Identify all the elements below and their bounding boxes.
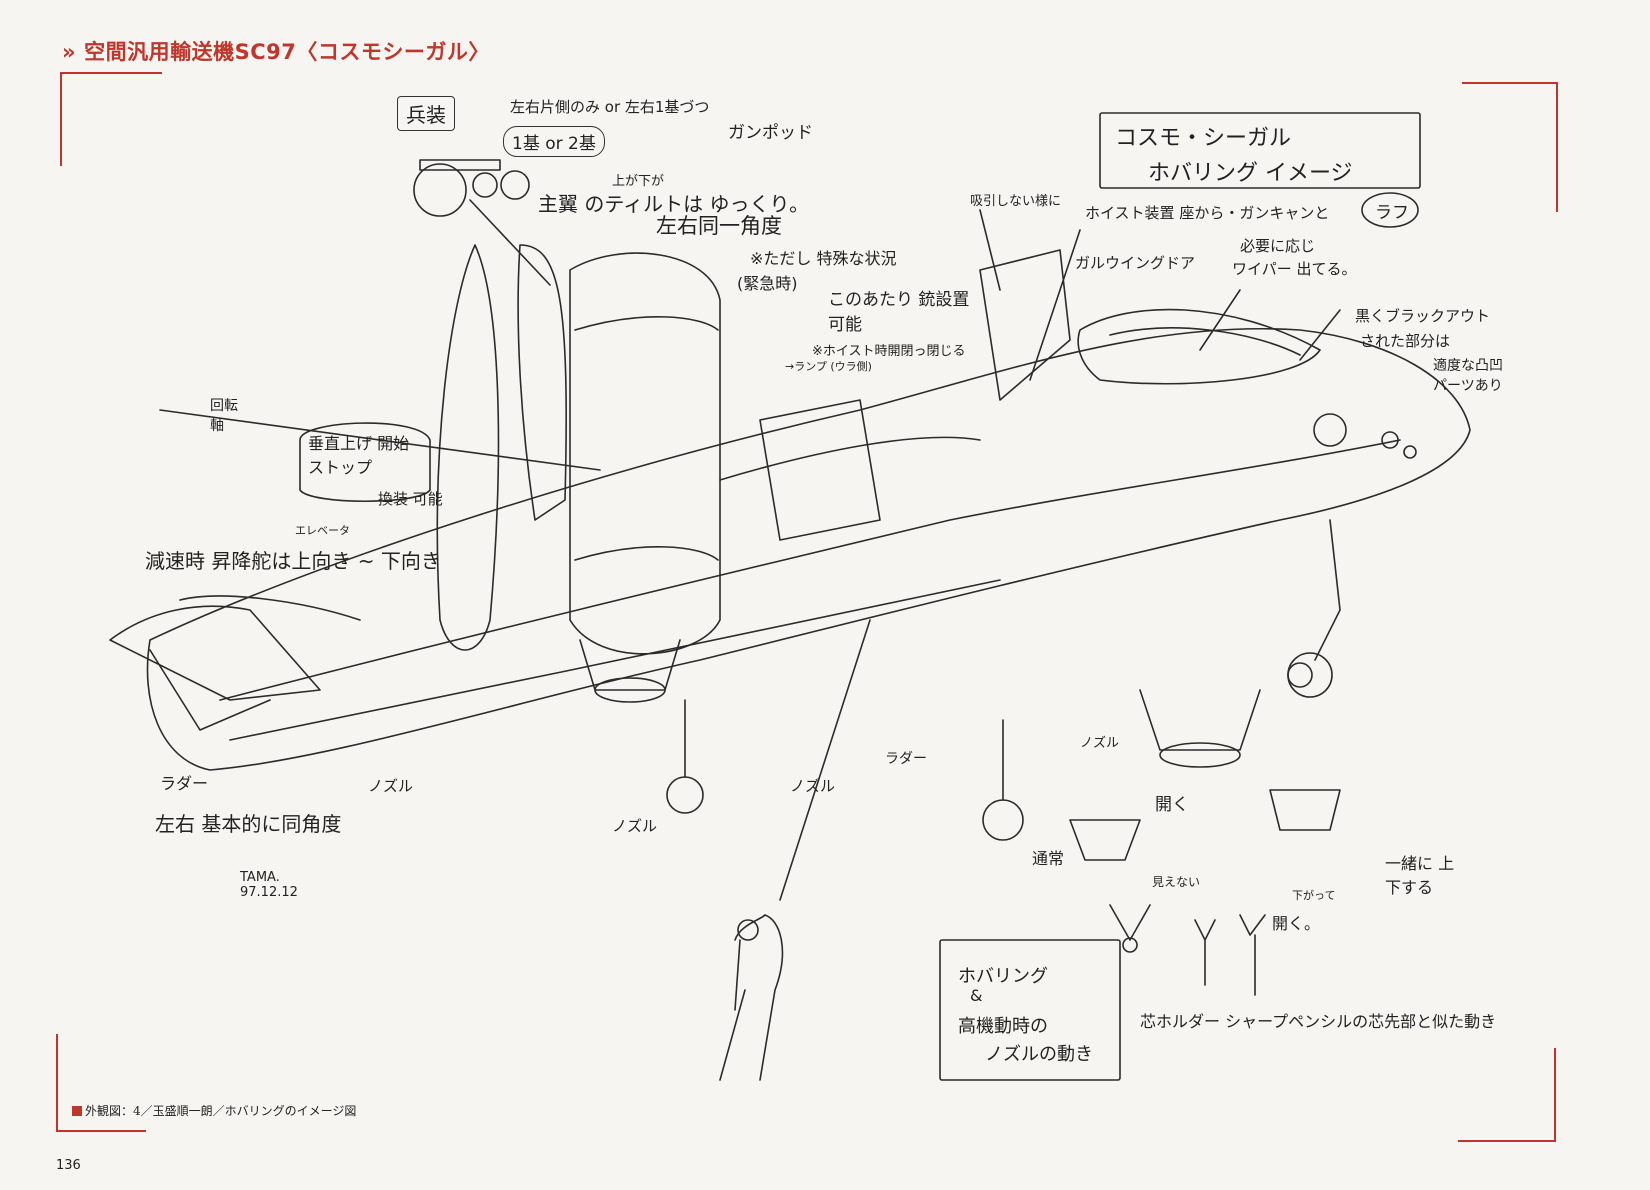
note-rudder-left: ラダー xyxy=(160,774,209,793)
rotation-axis xyxy=(159,409,601,471)
note-nozzle-2: ノズル xyxy=(612,817,658,835)
note-blackout: 黒くブラックアウト xyxy=(1355,307,1491,325)
note-as-needed: 必要に応じ xyxy=(1240,237,1316,255)
landing-wheel-rear xyxy=(666,776,704,814)
note-armament-desc: 左右片側のみ or 左右1基づつ xyxy=(510,98,710,116)
note-emergency: (緊急時) xyxy=(737,274,798,293)
note-open2: 開く。 xyxy=(1272,914,1321,933)
elevator xyxy=(149,649,271,731)
note-same-angle: 左右同一角度 xyxy=(656,214,782,238)
note-hover-box-line2: & xyxy=(970,986,983,1005)
note-normal: 通常 xyxy=(1032,849,1065,868)
note-armament-count: 1基 or 2基 xyxy=(503,126,605,157)
note-blackout2: された部分は xyxy=(1360,332,1451,350)
square-bullet-icon xyxy=(72,1106,82,1116)
chevron-icon: » xyxy=(62,40,77,64)
fuselage xyxy=(146,327,1471,771)
note-decel: 減速時 昇降舵は上向き ~ 下向き xyxy=(145,549,441,573)
figure-caption: 外観図：4／玉盛順一朗／ホバリングのイメージ図 xyxy=(72,1102,356,1119)
page-number: 136 xyxy=(56,1158,81,1173)
note-signature: TAMA. 97.12.12 xyxy=(240,870,298,900)
wingtip-pod xyxy=(436,244,500,651)
note-hover-box-line1: ホバリング xyxy=(958,966,1048,987)
page-title: 空間汎用輸送機SC97〈コスモシーガル〉 xyxy=(84,40,490,64)
note-wiper: ワイパー 出てる。 xyxy=(1232,260,1357,278)
note-attachment: 吸引しない様に xyxy=(970,194,1062,209)
hoist-line xyxy=(779,619,871,901)
note-invisible: 見えない xyxy=(1152,875,1201,889)
note-vertical: 垂直上げ 開始 ストップ xyxy=(308,434,410,477)
caption-text: 外観図：4／玉盛順一朗／ホバリングのイメージ図 xyxy=(85,1104,357,1118)
note-title-box-line1: コスモ・シーガル xyxy=(1115,126,1292,151)
crew-figure xyxy=(719,914,784,1081)
rough-bubble xyxy=(1361,192,1419,228)
pylon xyxy=(517,244,567,521)
note-pencil: 芯ホルダー シャープペンシルの芯先部と似た動き xyxy=(1140,1012,1497,1031)
tail-fin xyxy=(109,605,321,701)
title-box xyxy=(1099,112,1421,189)
note-down: 下がって xyxy=(1292,889,1336,902)
note-gunpod: ガンポッド xyxy=(728,123,813,143)
note-main-wing-tilt: 主翼 のティルトは ゆっくり。 xyxy=(538,192,810,216)
crop-mark-bottom-right xyxy=(1458,1048,1556,1142)
cockpit-canopy xyxy=(1077,308,1321,385)
note-together: 一緒に 上下する xyxy=(1385,854,1455,897)
crop-mark-top-left xyxy=(60,72,162,166)
note-exchange: 換装 可能 xyxy=(378,490,443,508)
note-rudder-note: 左右 基本的に同角度 xyxy=(155,812,342,836)
nozzle-detail-open xyxy=(1269,789,1341,831)
note-hoist-location: ホイスト装置 座から・ガンキャンと xyxy=(1085,204,1330,222)
note-armament-box: 兵装 xyxy=(397,96,455,131)
note-gun-mount: このあたり 銃設置可能 xyxy=(828,290,970,335)
crop-mark-bottom-left xyxy=(56,1034,146,1132)
note-gullwing: ガルウイングドア xyxy=(1075,254,1196,272)
page-header: » 空間汎用輸送機SC97〈コスモシーガル〉 xyxy=(62,36,490,66)
gullwing-door xyxy=(979,249,1071,401)
note-hoist-open: ※ホイスト時開閉っ閉じる xyxy=(812,344,966,359)
note-lamp: →ランプ (ウラ側) xyxy=(785,360,872,373)
crop-mark-top-right xyxy=(1462,82,1558,212)
note-open: 開く xyxy=(1155,795,1189,815)
speech-bubble xyxy=(299,422,431,502)
landing-wheel-front xyxy=(1287,652,1333,698)
hover-box xyxy=(939,939,1121,1081)
note-rudder-mid: ラダー xyxy=(885,751,927,767)
note-tilt-label: 上が下が xyxy=(612,174,665,189)
landing-wheel-mid xyxy=(982,799,1024,841)
note-hover-box-line3: 高機動時の xyxy=(958,1016,1048,1037)
note-nozzle-1: ノズル xyxy=(368,777,414,795)
gunpod-sketch xyxy=(413,163,467,217)
note-elevator-small: エレベータ xyxy=(295,524,350,537)
note-title-box-line2: ホバリング イメージ xyxy=(1148,161,1353,186)
note-nozzle-4: ノズル xyxy=(1080,736,1120,751)
note-hover-box-line4: ノズルの動き xyxy=(985,1044,1093,1065)
note-rotation: 回転軸 xyxy=(210,398,238,434)
note-rough: ラフ xyxy=(1375,203,1409,223)
note-special: ※ただし 特殊な状況 xyxy=(750,249,897,268)
note-nozzle-3: ノズル xyxy=(790,777,836,795)
nozzle-front xyxy=(1159,742,1241,768)
wing-nacelle xyxy=(569,252,721,655)
note-blackout3: 適度な凸凹パーツあり xyxy=(1433,358,1503,394)
nozzle-detail-normal xyxy=(1069,819,1141,861)
